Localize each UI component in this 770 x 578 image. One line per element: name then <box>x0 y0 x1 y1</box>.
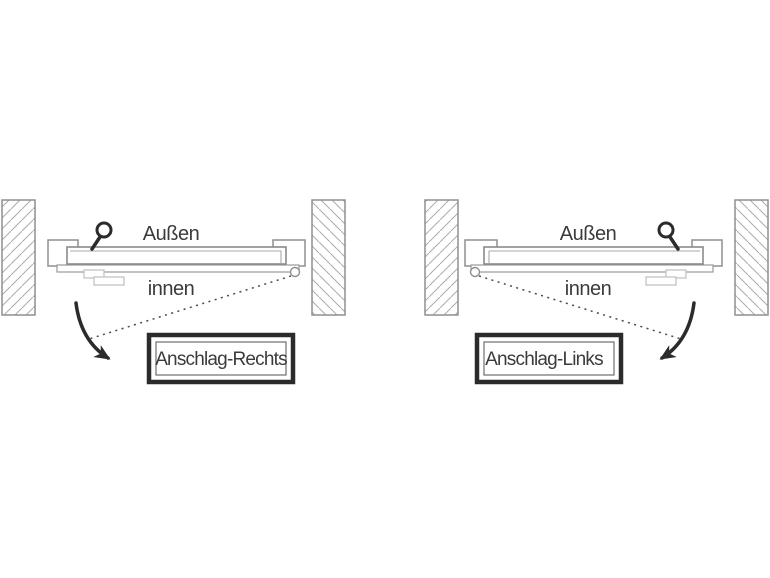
wall-section-right-hatched <box>311 199 346 316</box>
anschlag-rechts-label: Anschlag-Rechts <box>155 349 287 370</box>
outside-label-right-panel: Außen <box>560 223 616 245</box>
door-leaf-inner-edge <box>488 250 700 263</box>
hinge-pivot-icon <box>469 266 481 278</box>
inside-label-left-panel: innen <box>148 278 194 300</box>
anschlag-rechts-box-inner-border <box>155 341 287 376</box>
inside-handle-bracket-step <box>645 276 677 286</box>
anschlag-links-label: Anschlag-Links <box>485 349 603 370</box>
wall-section-right-hatched <box>734 199 769 316</box>
anschlag-links-box-inner-border <box>483 341 615 376</box>
panel-anschlag-rechts <box>1 199 346 385</box>
door-sill-strip <box>56 264 300 273</box>
door-leaf <box>66 246 287 265</box>
door-swing-dotted-line <box>88 275 292 340</box>
wall-section-left-hatched <box>1 199 36 316</box>
wall-section-left-hatched <box>424 199 459 316</box>
door-leaf-inner-edge <box>70 250 282 263</box>
hinge-pivot-icon <box>289 266 301 278</box>
swing-arrow-icon <box>659 301 696 360</box>
door-handle-stem <box>90 235 102 251</box>
swing-arrow-icon <box>74 301 111 360</box>
door-handle-icon <box>657 221 675 239</box>
anschlag-rechts-box <box>146 332 296 385</box>
inside-handle-bracket-step <box>93 276 125 286</box>
door-swing-dotted-line <box>478 275 682 340</box>
outside-label-left-panel: Außen <box>143 223 199 245</box>
inside-label-right-panel: innen <box>565 278 611 300</box>
door-handle-icon <box>95 221 113 239</box>
anschlag-links-box <box>474 332 624 385</box>
door-sill-strip <box>470 264 714 273</box>
panel-anschlag-links <box>424 199 769 385</box>
door-handle-stem <box>668 235 680 251</box>
door-leaf <box>483 246 704 265</box>
